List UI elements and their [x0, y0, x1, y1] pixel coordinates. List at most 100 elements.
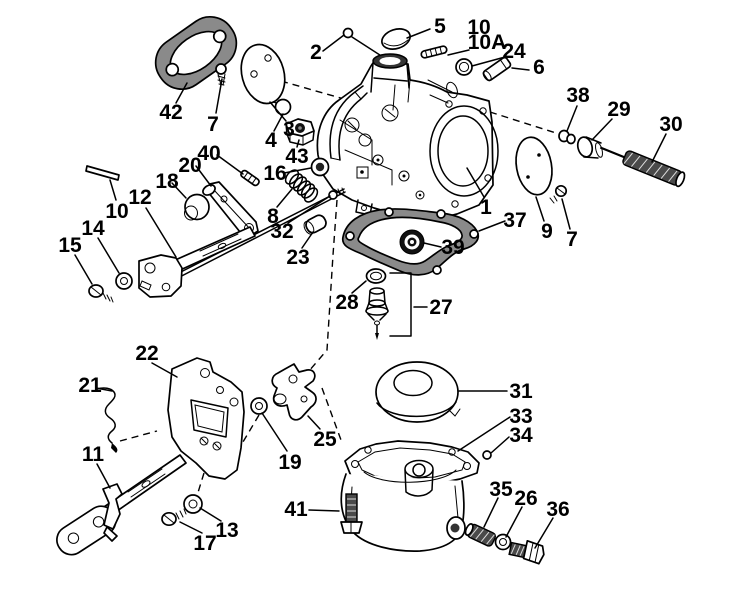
- part-1-carburetor-body: [316, 53, 499, 237]
- part-16-lock-washer: [310, 157, 330, 177]
- callout-10a: 10A: [447, 31, 507, 56]
- part-19-grommet-washer: [250, 397, 268, 415]
- callout-34-label: 34: [509, 424, 533, 447]
- callout-13-label: 13: [215, 519, 238, 542]
- callout-11-label: 11: [82, 443, 105, 466]
- callout-23-label: 23: [286, 246, 309, 269]
- callout-5-label: 5: [434, 15, 446, 38]
- callout-19: 19: [261, 412, 302, 474]
- callout-10a-label: 10A: [468, 31, 507, 54]
- callout-8: 8: [267, 188, 293, 228]
- callout-36: 36: [534, 498, 570, 549]
- callout-32-label: 32: [270, 220, 293, 243]
- callout-16: 16: [263, 162, 312, 185]
- callout-26-label: 26: [514, 487, 537, 510]
- callout-39: 39: [423, 236, 465, 259]
- part-26-sealing-washer: [494, 533, 512, 551]
- callout-42-label: 42: [159, 101, 182, 124]
- callout-9: 9: [535, 196, 553, 243]
- part-2-ball-plug: [342, 27, 354, 39]
- callout-18-label: 18: [155, 170, 179, 193]
- part-10-retaining-pin-left: [85, 165, 120, 181]
- part-29-packing-sleeve: [576, 136, 603, 159]
- part-17-slotted-screw: [161, 508, 187, 527]
- part-18-bushing: [184, 193, 210, 221]
- part-5-welch-plug: [381, 28, 411, 50]
- part-42-intake-flange-gasket: [154, 16, 238, 90]
- callout-11: 11: [82, 443, 111, 489]
- callout-8-label: 8: [267, 205, 279, 228]
- part-15-round-head-screw: [88, 284, 114, 303]
- callout-41: 41: [284, 498, 340, 521]
- part-7-cover-screw-right: [549, 184, 568, 204]
- callout-34: 34: [490, 424, 533, 454]
- callout-40-label: 40: [197, 142, 220, 165]
- callout-24-label: 24: [502, 40, 526, 63]
- part-10-threaded-pin-top: [420, 45, 448, 59]
- callout-26: 26: [505, 487, 538, 538]
- callout-14-label: 14: [81, 217, 105, 240]
- callout-35: 35: [483, 478, 513, 528]
- callout-7-left-label: 7: [207, 113, 219, 136]
- callout-38: 38: [566, 84, 590, 132]
- callout-27-label: 27: [429, 296, 452, 319]
- part-14-flat-washer: [115, 272, 133, 290]
- callout-41-label: 41: [284, 498, 308, 521]
- callout-12: 12: [128, 186, 177, 258]
- callout-31-label: 31: [509, 380, 533, 403]
- callout-37-label: 37: [503, 209, 526, 232]
- callout-3-label: 3: [283, 118, 295, 141]
- callout-18: 18: [155, 170, 187, 199]
- callout-7-right-label: 7: [566, 228, 578, 251]
- callout-28: 28: [335, 280, 367, 314]
- callout-2-label: 2: [310, 41, 322, 64]
- callout-40: 40: [197, 142, 244, 175]
- callout-6-label: 6: [533, 56, 545, 79]
- callout-6: 6: [511, 56, 545, 79]
- callout-24: 24: [471, 40, 526, 67]
- part-22-mounting-plate: [167, 357, 245, 480]
- part-36-hex-drain-plug: [508, 539, 545, 565]
- part-7-cover-screw-left: [215, 63, 227, 86]
- callout-16-label: 16: [263, 162, 286, 185]
- callout-42: 42: [159, 82, 188, 124]
- callout-38-label: 38: [566, 84, 590, 107]
- callout-7-right: 7: [561, 198, 578, 251]
- callout-20: 20: [178, 154, 212, 187]
- callout-1: 1: [466, 167, 492, 219]
- part-25-cam-follower: [271, 363, 317, 421]
- callout-19-label: 19: [278, 451, 301, 474]
- callout-15: 15: [58, 234, 93, 285]
- callout-17: 17: [179, 521, 217, 555]
- callout-29-label: 29: [607, 98, 630, 121]
- callout-30: 30: [651, 113, 683, 163]
- callout-9-label: 9: [541, 220, 553, 243]
- part-31-float: [375, 361, 461, 423]
- callout-25-label: 25: [313, 428, 337, 451]
- callout-36-label: 36: [546, 498, 569, 521]
- part-28-seat-gasket-ring: [365, 268, 387, 284]
- callout-10-left: 10: [105, 179, 129, 223]
- callout-15-label: 15: [58, 234, 82, 257]
- part-41-bowl-screw: [340, 493, 363, 534]
- callout-21-label: 21: [78, 374, 102, 397]
- part-32-link-rod-screw: [166, 187, 346, 284]
- callout-29: 29: [591, 98, 631, 141]
- callout-5: 5: [406, 15, 446, 39]
- callout-14: 14: [81, 217, 120, 274]
- callout-4: 4: [265, 113, 284, 152]
- callout-21: 21: [78, 374, 113, 397]
- callout-27: 27: [429, 296, 452, 319]
- part-21-link-wire: [96, 387, 118, 453]
- callout-10-top-label: 10: [467, 16, 490, 39]
- callout-35-label: 35: [489, 478, 513, 501]
- callout-4-label: 4: [265, 129, 277, 152]
- part-12-throttle-shaft-upper: [138, 226, 256, 298]
- part-23-cap-plug: [303, 214, 327, 235]
- callout-13: 13: [199, 507, 239, 542]
- part-30-knurled-adjusting-needle: [599, 146, 686, 188]
- part-35-spring-loaded-plug: [464, 523, 497, 547]
- part-6-dowel-pin: [482, 56, 512, 82]
